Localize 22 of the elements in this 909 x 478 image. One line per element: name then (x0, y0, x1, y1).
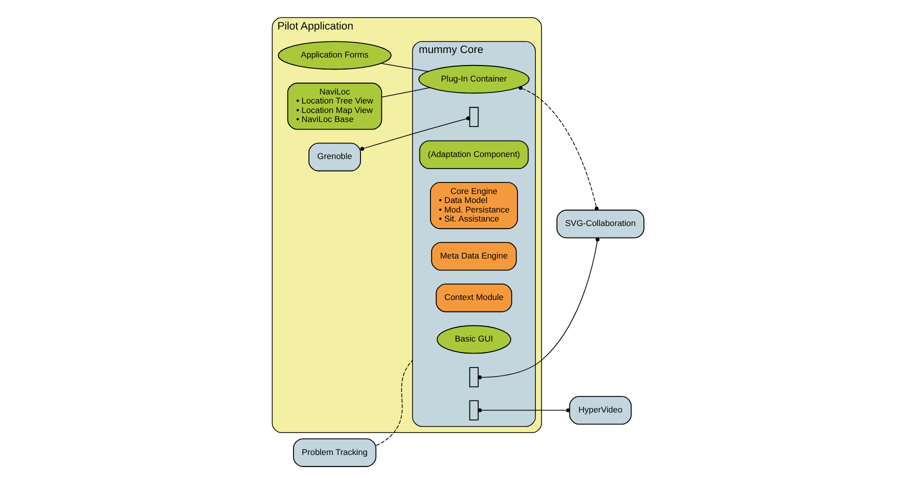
node-box: Meta Data Engine (430, 242, 516, 271)
connector (360, 116, 470, 151)
node-box (468, 400, 478, 420)
node-box: HyperVideo (568, 396, 632, 425)
node-box: Context Module (435, 284, 512, 312)
node-box: Problem Tracking (292, 438, 376, 467)
connector (380, 87, 430, 98)
node-box: NaviLoc • Location Tree View • Location Map View • NaviLoc Base (286, 82, 382, 130)
connector (380, 62, 428, 72)
connector (477, 238, 599, 380)
node-box (468, 106, 478, 128)
node-box: Core Engine • Data Model • Mod. Persistance • Sit. Assistance (430, 182, 518, 230)
node-box: SVG-Collaboration (556, 210, 644, 238)
connector (518, 86, 598, 210)
node-ellipse: Plug-In Container (418, 64, 530, 94)
node-box: (Adaptation Component) (418, 140, 528, 170)
connector (375, 360, 412, 446)
node-box (468, 367, 478, 388)
connector (477, 408, 570, 412)
node-ellipse: Basic GUI (436, 325, 511, 354)
node-box: Grenoble (308, 142, 360, 172)
node-ellipse: Application Forms (277, 41, 392, 70)
